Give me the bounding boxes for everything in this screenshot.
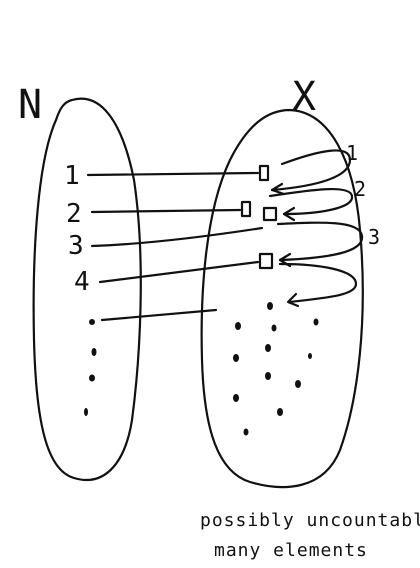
natural-4: 4 [74,267,90,297]
set-label-n: N [18,82,42,128]
step-arrow-2-head [282,206,296,222]
step-arrow-2 [268,187,354,216]
x-dot [271,324,277,332]
x-dot [233,354,239,362]
arrow-number-3: 3 [368,225,380,249]
selected-elements [240,164,278,270]
element-box [258,164,270,182]
step-arrow-1 [270,149,352,192]
caption-line-2: many elements [214,540,368,561]
element-box [258,252,274,270]
natural-1: 1 [64,161,80,191]
step-arrow-1-head [270,182,286,196]
x-dot [295,380,301,388]
element-box [240,200,252,218]
x-dot [265,344,271,352]
map-line-3 [90,226,264,248]
x-dot [313,318,319,326]
x-element-dots [233,302,319,436]
x-dot [267,302,273,310]
x-dot [235,322,241,330]
step-arrow-4 [278,262,358,304]
set-n-outline [32,97,142,482]
map-line-4 [98,260,260,284]
map-line-2 [90,208,242,214]
x-dot [277,408,283,416]
arrow-number-2: 2 [354,177,366,201]
n-dot [84,408,88,416]
arrow-number-1: 1 [346,141,358,165]
set-x-outline [200,108,364,489]
x-dot [243,428,249,436]
n-dot [89,374,95,382]
map-line-1 [86,171,260,177]
caption-line-1: possibly uncountably [200,510,420,531]
x-dot [265,372,271,380]
n-continuation-dots [84,319,97,416]
map-line-5 [100,308,218,322]
step-arrow-3 [276,221,364,262]
n-dot [89,319,95,325]
element-box [262,206,278,222]
n-dot [91,348,97,356]
natural-2: 2 [66,199,82,229]
step-arrow-4-head [286,292,300,308]
natural-3: 3 [68,231,84,261]
x-dot [308,353,312,359]
x-dot [233,394,239,402]
